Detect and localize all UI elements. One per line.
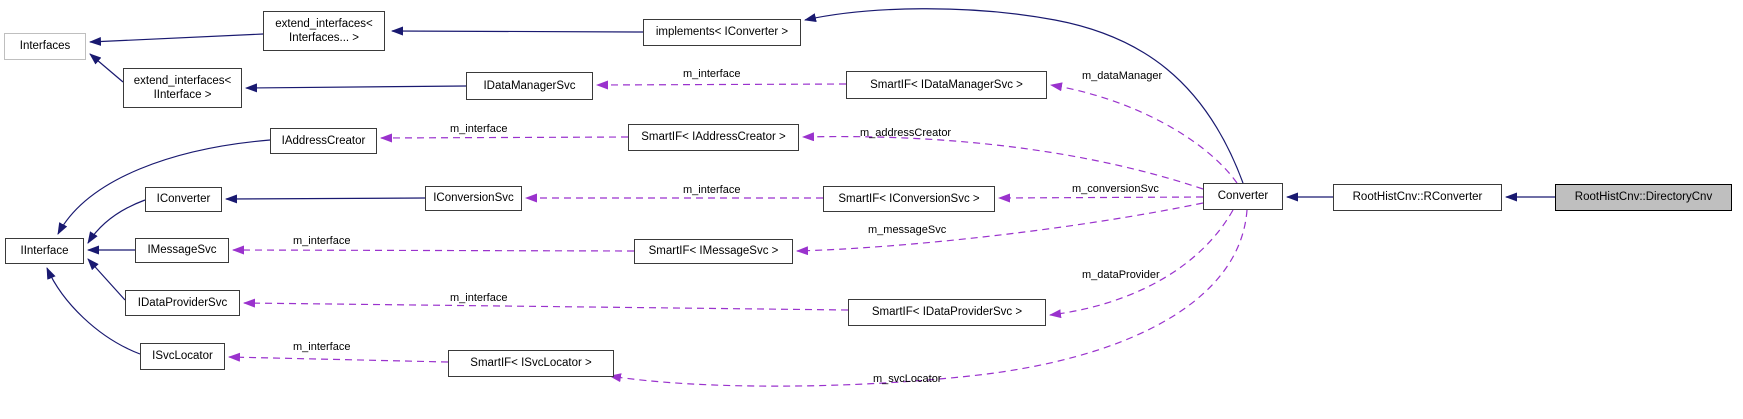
node-label: IConversionSvc — [433, 192, 514, 205]
node-label: extend_interfaces< Interfaces... > — [275, 17, 373, 44]
node-implements-iconverter[interactable]: implements< IConverter > — [643, 19, 801, 46]
edge-smartif-idatamanagersvc-to-idatamanagersvc — [596, 80, 847, 90]
edge-isvclocator-to-iinterface — [46, 267, 141, 355]
edge-smartif-imessagesvc-to-imessagesvc — [232, 245, 635, 255]
node-imessagesvc[interactable]: IMessageSvc — [135, 238, 229, 263]
node-label: SmartIF< IConversionSvc > — [838, 192, 980, 205]
edge-iconversionsvc-to-iconverter — [225, 194, 426, 204]
node-iconverter[interactable]: IConverter — [145, 187, 222, 212]
edge-label-m-interface-dataprovider: m_interface — [450, 292, 508, 304]
node-label: SmartIF< ISvcLocator > — [470, 357, 592, 370]
edge-idatamanagersvc-to-extend-iinterface — [245, 83, 467, 93]
node-label: SmartIF< IDataProviderSvc > — [871, 306, 1023, 319]
edge-converter-to-smartif-idatamanagersvc — [1050, 82, 1238, 184]
node-label: IAddressCreator — [281, 134, 366, 147]
edge-label-m-messagesvc: m_messageSvc — [868, 224, 947, 236]
node-smartif-iaddresscreator[interactable]: SmartIF< IAddressCreator > — [628, 124, 799, 151]
node-label: RootHistCnv::RConverter — [1352, 191, 1483, 204]
node-iinterface[interactable]: IInterface — [5, 238, 84, 264]
edge-iconverter-to-iinterface — [87, 199, 146, 244]
node-iaddresscreator[interactable]: IAddressCreator — [270, 128, 377, 154]
node-idataprovidersvc[interactable]: IDataProviderSvc — [125, 290, 240, 316]
node-smartif-iconversionsvc[interactable]: SmartIF< IConversionSvc > — [823, 186, 995, 212]
edge-label-m-dataprovider: m_dataProvider — [1082, 269, 1160, 281]
edge-label-m-conversionsvc: m_conversionSvc — [1072, 183, 1159, 195]
node-interfaces: Interfaces — [4, 33, 86, 60]
node-isvclocator[interactable]: ISvcLocator — [140, 343, 225, 370]
edge-extend-iinterface-to-interfaces — [89, 53, 124, 83]
edge-label-m-datamanager: m_dataManager — [1082, 70, 1163, 82]
node-label: IInterface — [20, 244, 69, 257]
node-label: IConverter — [156, 193, 211, 206]
edge-smartif-idataprovidersvc-to-idataprovidersvc — [243, 298, 849, 311]
node-smartif-idataprovidersvc[interactable]: SmartIF< IDataProviderSvc > — [848, 299, 1046, 326]
node-roothistcnv-rconverter[interactable]: RootHistCnv::RConverter — [1333, 184, 1502, 211]
node-roothistcnv-directorycnv: RootHistCnv::DirectoryCnv — [1555, 184, 1732, 211]
edge-idataprovidersvc-to-iinterface — [87, 258, 126, 301]
edge-extend-interfaces-to-interfaces — [89, 33, 264, 46]
node-smartif-isvclocator[interactable]: SmartIF< ISvcLocator > — [448, 350, 614, 377]
node-iconversionsvc[interactable]: IConversionSvc — [425, 186, 522, 211]
edge-converter-to-smartif-iaddresscreator — [802, 132, 1204, 190]
edge-label-m-interface-svclocator: m_interface — [293, 341, 351, 353]
edge-converter-to-implements — [804, 8, 1244, 184]
edge-implements-to-extend-interfaces — [391, 26, 644, 36]
edge-label-m-interface-addresscreator: m_interface — [450, 123, 508, 135]
node-label: ISvcLocator — [152, 350, 213, 363]
edge-iaddresscreator-to-iinterface — [57, 139, 271, 235]
node-label: RootHistCnv::DirectoryCnv — [1574, 191, 1713, 204]
node-label: IMessageSvc — [147, 244, 217, 257]
edge-label-m-interface-datamanager: m_interface — [683, 68, 741, 80]
edge-label-m-interface-conversionsvc: m_interface — [683, 184, 741, 196]
edge-converter-to-smartif-idataprovidersvc — [1049, 209, 1234, 319]
node-converter[interactable]: Converter — [1203, 183, 1283, 210]
node-label: IDataProviderSvc — [137, 296, 228, 309]
edge-smartif-isvclocator-to-isvclocator — [228, 352, 449, 363]
edge-label-m-addresscreator: m_addressCreator — [860, 127, 952, 139]
edge-smartif-iaddresscreator-to-iaddresscreator — [380, 133, 629, 143]
node-idatamanagersvc[interactable]: IDataManagerSvc — [466, 72, 593, 100]
node-label: implements< IConverter > — [655, 26, 789, 39]
node-extend-interfaces-interfaces[interactable]: extend_interfaces< Interfaces... > — [263, 11, 385, 51]
node-label: IDataManagerSvc — [483, 79, 576, 92]
node-smartif-idatamanagersvc[interactable]: SmartIF< IDataManagerSvc > — [846, 71, 1047, 99]
edge-label-m-svclocator: m_svcLocator — [873, 373, 942, 385]
node-label: Converter — [1217, 190, 1269, 203]
node-label: SmartIF< IMessageSvc > — [648, 245, 779, 258]
edge-label-m-interface-messagesvc: m_interface — [293, 235, 351, 247]
node-label: extend_interfaces< IInterface > — [133, 74, 232, 101]
node-extend-interfaces-iinterface[interactable]: extend_interfaces< IInterface > — [123, 68, 242, 108]
node-label: SmartIF< IDataManagerSvc > — [870, 78, 1023, 91]
edge-converter-to-smartif-isvclocator — [609, 209, 1248, 387]
node-label: SmartIF< IAddressCreator > — [641, 131, 786, 144]
node-smartif-imessagesvc[interactable]: SmartIF< IMessageSvc > — [634, 239, 793, 264]
edge-converter-to-smartif-iconversionsvc — [998, 193, 1204, 203]
node-label: Interfaces — [19, 40, 71, 53]
edge-converter-to-smartif-imessagesvc — [796, 202, 1204, 256]
